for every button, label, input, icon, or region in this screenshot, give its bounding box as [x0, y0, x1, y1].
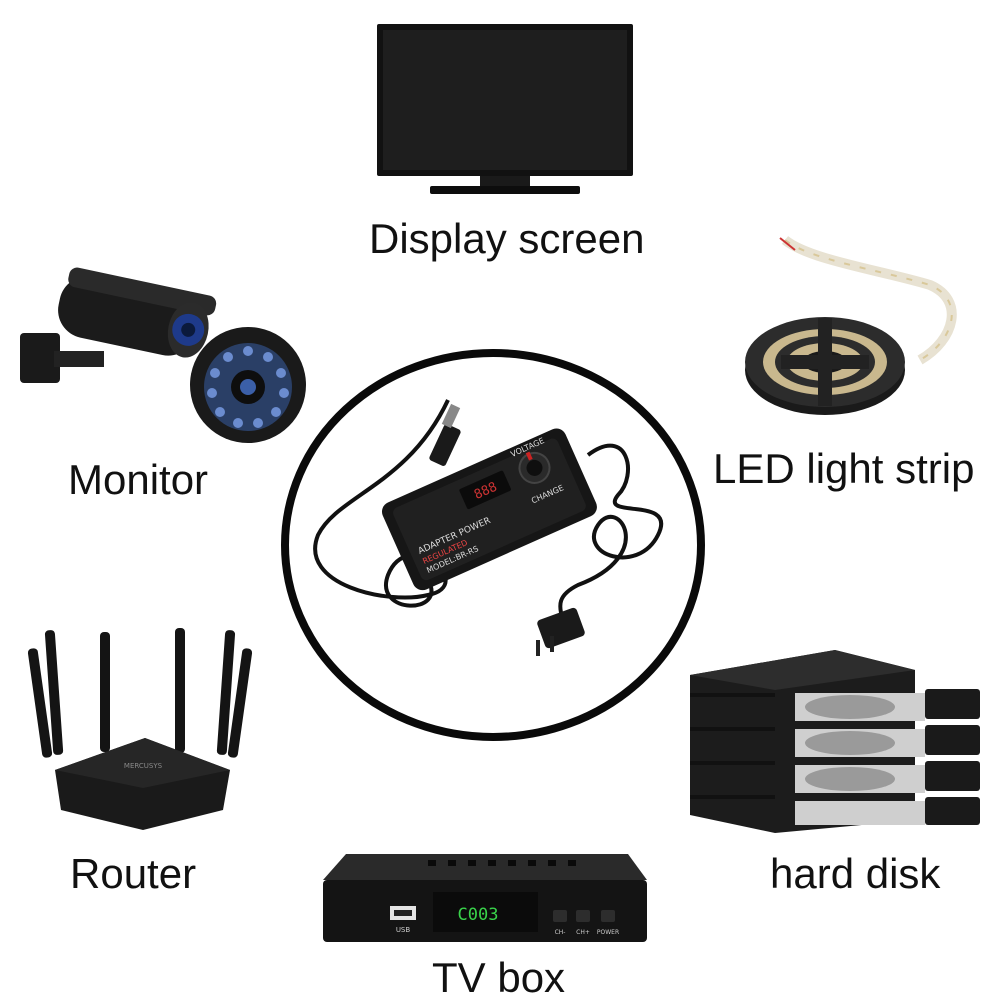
security-camera-image	[18, 255, 308, 450]
tv-box-usb-label: USB	[396, 926, 411, 934]
led-strip-label: LED light strip	[713, 445, 975, 492]
hard-disk-image	[685, 645, 985, 835]
router-label: Router	[70, 850, 197, 897]
display-screen-label: Display screen	[369, 215, 645, 262]
power-adapter-image: 888 ADAPTER POWER REGULATED MODEL:BR-RS …	[278, 345, 708, 745]
tv-box-display: C003	[458, 905, 499, 925]
display-screen-image	[370, 20, 640, 200]
tv-box-label: TV box	[432, 954, 566, 1001]
tv-box-power-label: POWER	[597, 929, 619, 936]
monitor-label: Monitor	[68, 456, 209, 503]
tv-box-ch-minus: CH-	[555, 929, 566, 936]
router-brand: MERCUSYS	[124, 762, 163, 770]
hard-disk-label: hard disk	[770, 850, 941, 897]
tv-box-image: USB C003 CH- CH+ POWER	[318, 850, 652, 945]
tv-box-ch-plus: CH+	[576, 929, 590, 936]
router-image: MERCUSYS	[25, 620, 255, 835]
led-strip-image	[740, 230, 970, 430]
